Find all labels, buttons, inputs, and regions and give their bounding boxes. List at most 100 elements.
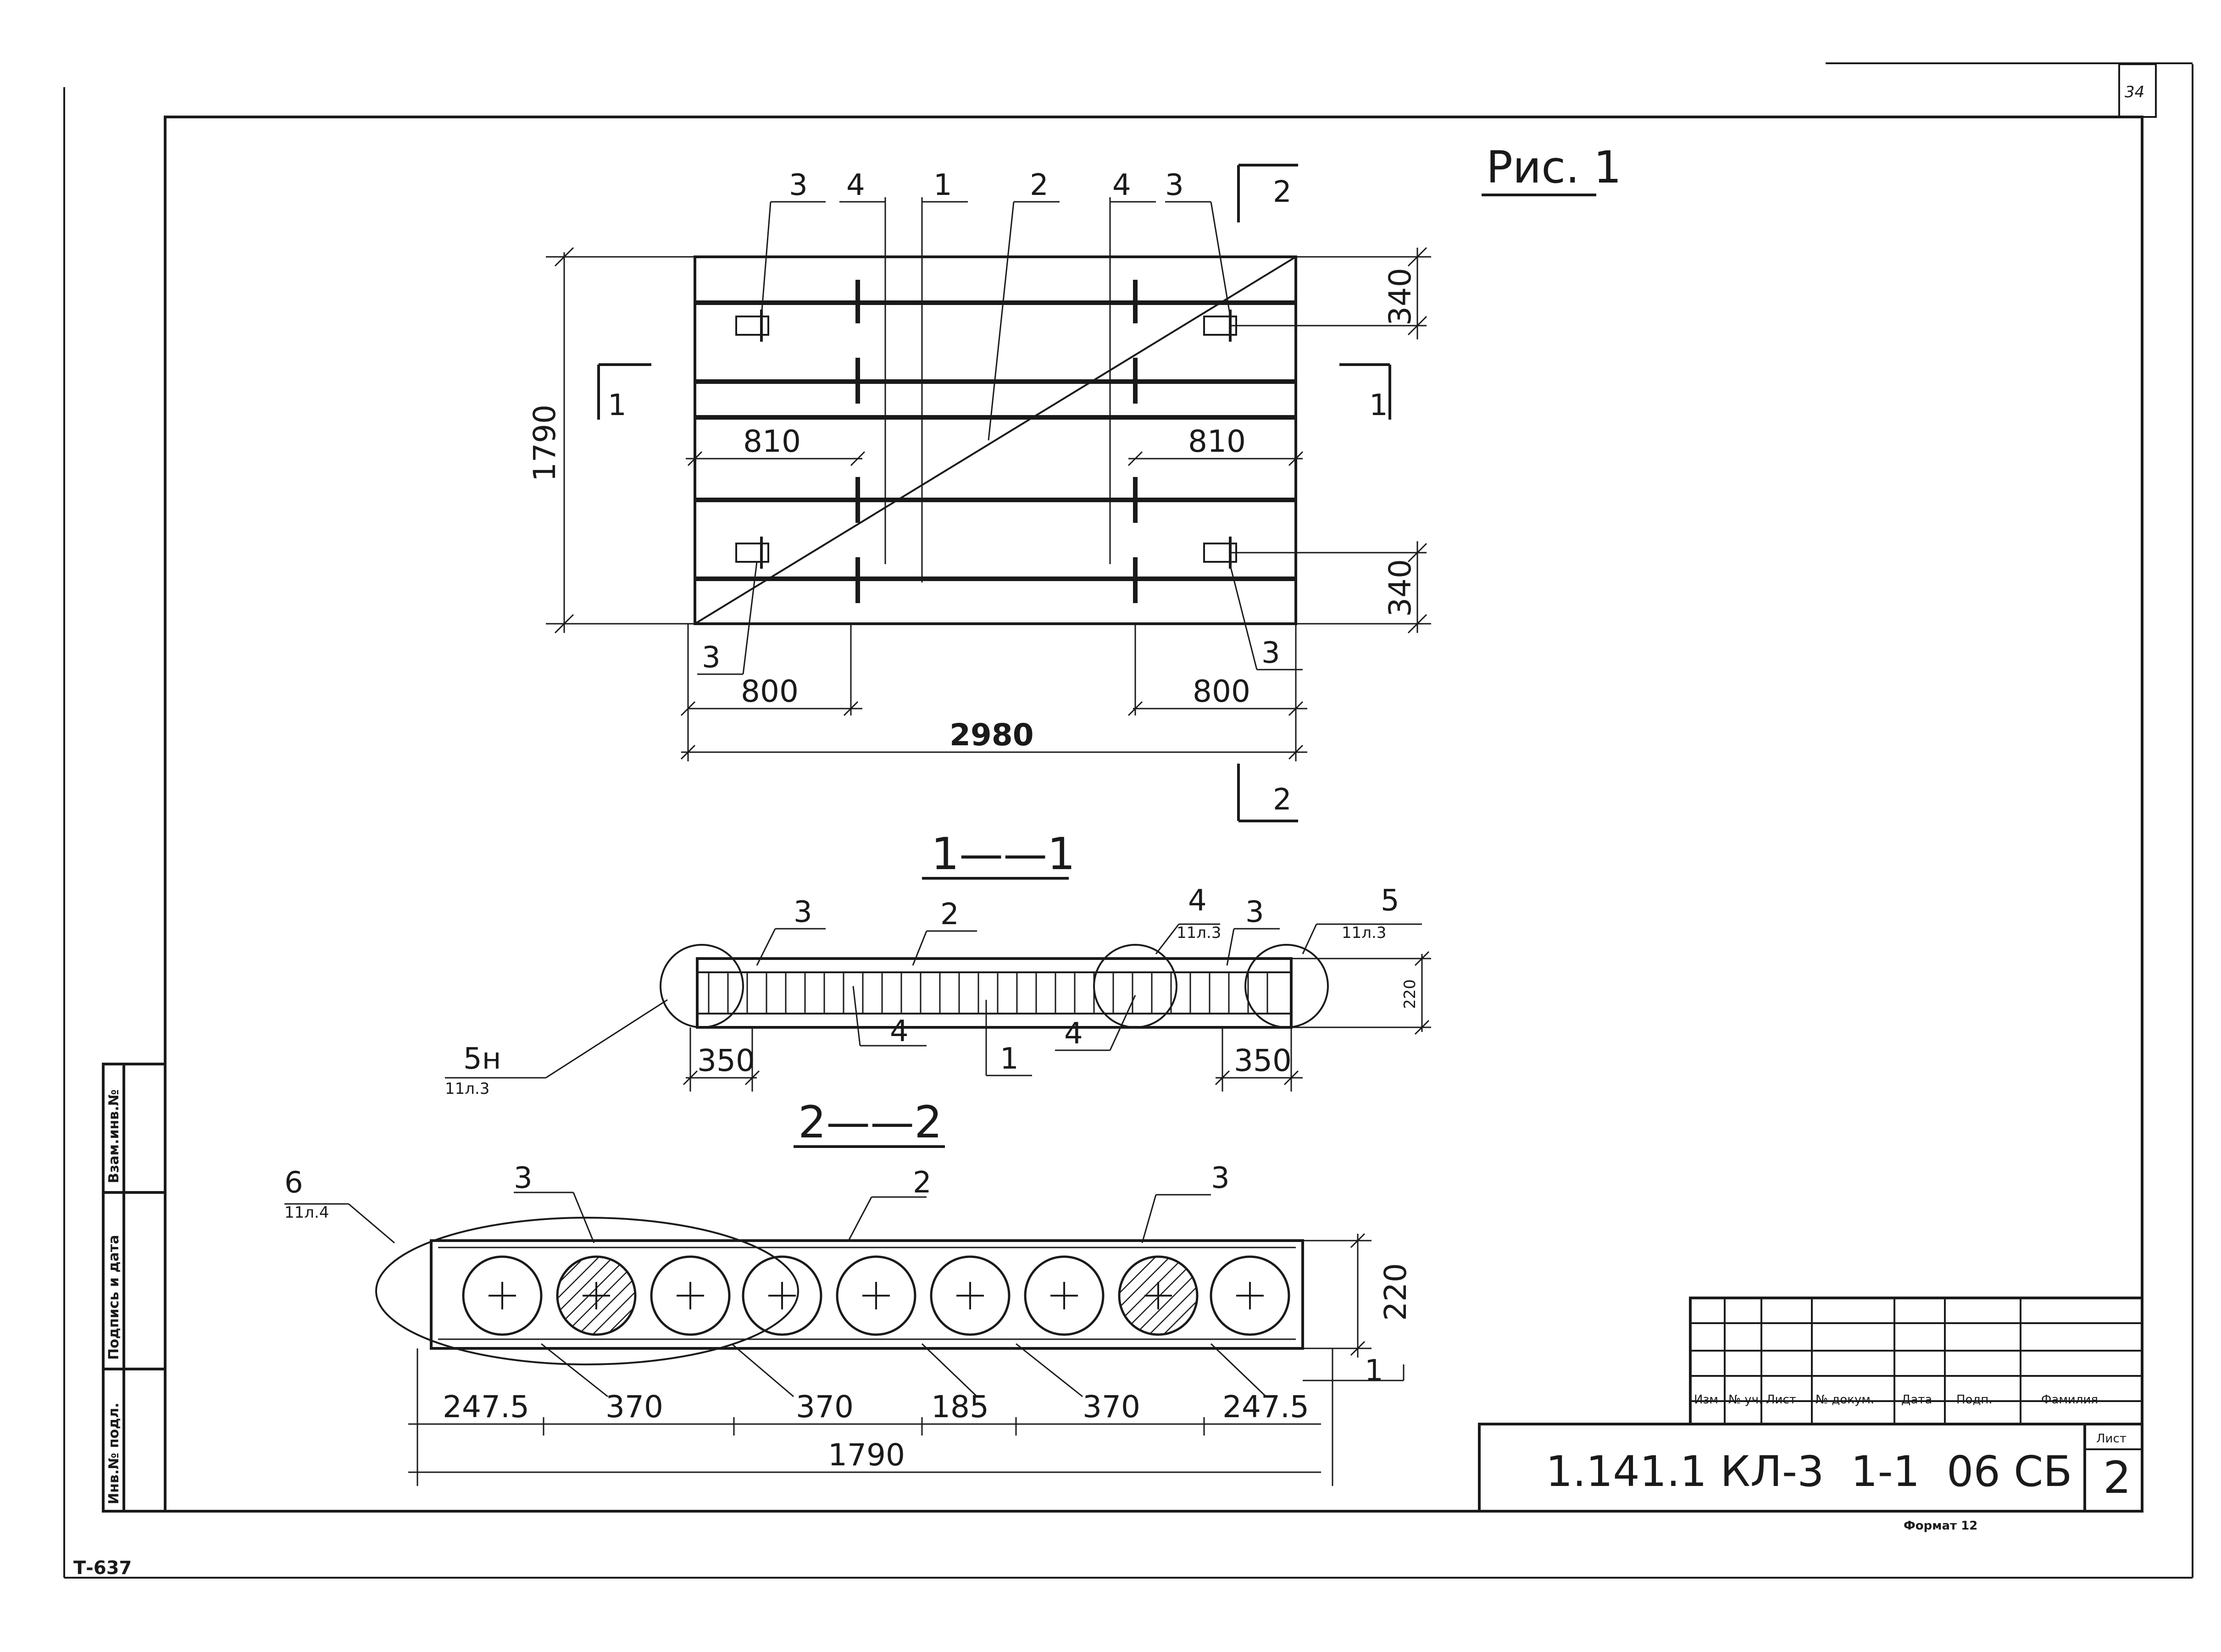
dim-plan-end-left: 800 [741,674,799,709]
section-1-label: 1 [1000,1042,1019,1076]
plan-leader-label: 3 [1165,168,1184,202]
section-2-dimension-lines [408,1233,1371,1486]
section-1-leaders [445,923,1422,1079]
node-4-circle [1093,944,1177,1028]
dim-section2-total: 1790 [828,1437,905,1473]
side-stamp [102,1063,167,1513]
title-block-header: Фамилия [2041,1393,2098,1407]
title-block-header: Изм [1694,1393,1718,1407]
section-1-dimension-lines [683,951,1431,1092]
section-1-slab [696,957,1293,1029]
node-6-label: 6 [284,1166,303,1200]
title-block-header: № докум. [1816,1393,1874,1407]
dim-section2-part: 370 [796,1389,854,1425]
slab-diagonal [694,256,1297,625]
section-2-voids [462,1255,1290,1336]
plan-leader-label: 2 [1030,168,1049,202]
node-5n-label: 5н [463,1042,501,1076]
section-2-label-bottom: 2 [1273,783,1292,817]
page-number: 34 [2125,83,2144,101]
node-6-ref: 11л.4 [284,1203,329,1222]
section-1-stirrups [708,972,1268,1014]
plan-lifting-loops [735,310,1237,569]
void-center-mark [583,1282,610,1309]
section-1-marker [597,363,1391,420]
section-1-label: 2 [940,898,959,931]
section-2-label: 3 [1211,1161,1230,1195]
plan-leader-label: 3 [702,641,721,675]
section-1-label: 4 [1188,884,1207,918]
side-stamp-field: Взам.инв.№ [106,1089,122,1183]
section-2-label: 2 [913,1166,932,1200]
section-2-label: 1 [1365,1354,1383,1388]
hollow-void [1210,1255,1290,1336]
title-block-header: Лист [1766,1393,1796,1407]
format-label: Формат 12 [1904,1519,1977,1533]
dim-section1-left: 350 [697,1043,755,1078]
section-2-leaders [284,1192,1405,1397]
void-center-mark [1144,1282,1172,1309]
section-2-label-top: 2 [1273,175,1292,209]
plan-leader-label: 4 [1112,168,1131,202]
plan-leader-label: 3 [789,168,808,202]
dim-section1-height: 220 [1401,979,1419,1009]
plan-dimension-lines [546,247,1431,761]
section-1-label-left: 1 [608,388,627,422]
section-2-marker [1237,164,1298,822]
dim-plan-length: 2980 [949,717,1034,753]
dim-plan-edge-top: 340 [1383,268,1418,326]
hollow-void [1024,1255,1105,1336]
section-2-label: 3 [514,1161,533,1195]
dim-section2-part: 247.5 [1222,1389,1309,1425]
sheet-frame [63,62,2193,1579]
void-center-mark [862,1282,890,1309]
dim-plan-edge-bottom: 340 [1383,559,1418,617]
dim-plan-inner-left: 810 [743,424,801,459]
title-block-sheet-number: 2 [2103,1452,2131,1503]
side-stamp-field: Инв.№ подл. [106,1403,122,1504]
hollow-void [742,1255,822,1336]
title-block-sheet-label: Лист [2096,1432,2127,1446]
dim-section1-right: 350 [1234,1043,1292,1078]
section-1-label: 3 [1245,895,1264,929]
section-2-view: 2——2 3 2 3 1 6 11л.4 [284,1097,1413,1486]
figure-title: Рис. 1 [1486,142,1621,193]
void-center-mark [1050,1282,1078,1309]
plan-leader-label: 4 [846,168,865,202]
node-5-circle [1244,944,1329,1028]
section-1-label: 3 [794,895,812,929]
section-1-label: 5 [1381,884,1399,918]
hollow-void [930,1255,1011,1336]
hollow-void [462,1255,543,1336]
slab-outline [694,255,1297,625]
title-block [1478,1297,2143,1513]
void-center-mark [1236,1282,1264,1309]
dim-plan-end-right: 800 [1193,674,1250,709]
title-block-designation: 1.141.1 КЛ-3 1-1 06 СБ [1546,1447,2072,1496]
section-1-ref: 11л.3 [1177,924,1221,942]
hollow-void [650,1255,731,1336]
void-center-mark [489,1282,516,1309]
dim-section2-height: 220 [1378,1263,1413,1321]
section-1-view: 1——1 3 2 [445,828,1431,1098]
section-1-title: 1——1 [931,828,1075,880]
node-5n-circle [660,944,744,1028]
title-block-header: Дата [1901,1393,1932,1407]
plan-leader-label: 1 [933,168,952,202]
dim-section2-part: 185 [931,1389,989,1425]
side-stamp-field: Подпись и дата [106,1235,122,1360]
dim-plan-height: 1790 [527,405,562,482]
hollow-void [836,1255,916,1336]
dim-section2-part: 370 [605,1389,663,1425]
void-center-mark [677,1282,704,1309]
dim-plan-inner-right: 810 [1188,424,1246,459]
section-2-title: 2——2 [798,1097,942,1148]
section-1-label: 4 [1064,1017,1083,1051]
section-1-ref: 11л.3 [1342,924,1386,942]
plan-leader-label: 3 [1261,636,1280,670]
title-block-header: № уч. [1728,1393,1762,1407]
void-center-mark [768,1282,796,1309]
void-center-mark [956,1282,984,1309]
series-code: Т-637 [73,1558,132,1579]
